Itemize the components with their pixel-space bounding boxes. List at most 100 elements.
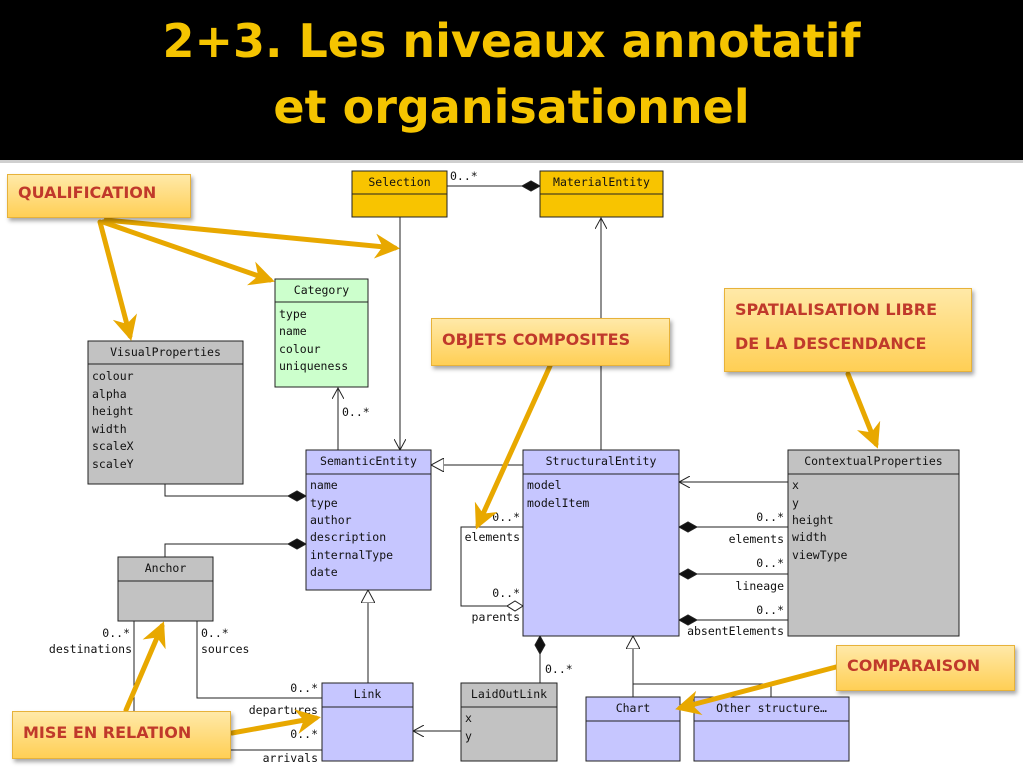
title-divider [0,160,1023,163]
qualification-arrow-visual [97,219,137,341]
role-label: elements [729,532,784,546]
attribute: model [527,478,562,492]
mise-arrow-anchor [123,621,166,713]
callout-text-line-1: SPATIALISATION LIBRE [735,300,938,319]
callout-qualification: QUALIFICATION [7,174,191,218]
class-name: Anchor [145,561,187,575]
role-label: parents [472,610,520,624]
multiplicity-label: 0..* [492,510,520,524]
attribute: name [279,324,307,338]
attribute: name [310,478,338,492]
attribute: description [310,530,386,544]
class-name: MaterialEntity [553,175,650,189]
attribute: date [310,565,338,579]
attribute: modelItem [527,496,589,510]
diamond-material [520,180,542,192]
multiplicity-label: 0..* [201,626,229,640]
class-name: Link [354,687,382,701]
attribute: scaleY [92,457,134,471]
multiplicity-label: 0..* [756,603,784,617]
diamond-elements [677,521,699,533]
role-label: lineage [736,579,785,593]
class-anchor[interactable]: Anchor [117,556,214,622]
role-label: sources [201,642,249,656]
attribute: colour [92,369,134,383]
class-category[interactable]: Category type name colour uniqueness [274,278,369,388]
mise-arrow-link [229,709,321,736]
attribute: viewType [792,548,847,562]
role-label: destinations [49,642,132,656]
callout-spatialisation: SPATIALISATION LIBRE DE LA DESCENDANCE [724,288,972,372]
comparaison-arrow [675,664,839,716]
diamond-parents [506,600,524,612]
callout-comparaison: COMPARAISON [836,645,1015,691]
multiplicity-label: 0..* [290,681,318,695]
callout-text: MISE EN RELATION [23,723,192,742]
multiplicity-label: 0..* [545,662,573,676]
multiplicity-label: 0..* [102,626,130,640]
attribute: y [792,496,799,510]
attribute: uniqueness [279,359,348,373]
callout-text: OBJETS COMPOSITES [442,330,631,349]
title-band: 2+3. Les niveaux annotatif et organisati… [0,0,1023,160]
multiplicity-label: 0..* [290,727,318,741]
class-contextual-properties[interactable]: ContextualProperties x y height width vi… [787,449,960,637]
callout-text: COMPARAISON [847,656,981,675]
class-visual-properties[interactable]: VisualProperties colour alpha height wid… [87,340,244,485]
multiplicity-label: 0..* [756,510,784,524]
callout-text-line-2: DE LA DESCENDANCE [735,334,927,353]
multiplicity-label: 0..* [450,169,478,183]
role-label: arrivals [263,751,318,765]
spatial-arrow [845,371,881,449]
class-selection[interactable]: Selection [351,170,448,218]
attribute: colour [279,342,321,356]
attribute: width [92,422,127,436]
callout-arrows [97,217,881,736]
qualification-arrow-selection [103,217,400,259]
attribute: width [792,530,827,544]
class-name: LaidOutLink [471,687,547,701]
class-laidout-link[interactable]: LaidOutLink x y [460,682,558,762]
attribute: scaleX [92,439,134,453]
class-link[interactable]: Link [321,682,414,762]
anchor-semantic-line [164,543,306,557]
class-other-structure[interactable]: Other structure… [693,696,850,762]
objets-arrow [474,363,553,530]
visual-semantic-line [164,484,306,497]
chart-generalization [632,683,772,697]
class-name: VisualProperties [110,345,221,359]
class-name: Chart [616,701,651,715]
slide-title-line-2: et organisationnel [273,80,750,134]
attribute: author [310,513,352,527]
diamond-lineage [677,568,699,580]
attribute: height [792,513,834,527]
class-chart[interactable]: Chart [585,696,681,762]
class-semantic-entity[interactable]: SemanticEntity name type author descript… [305,449,432,591]
class-material-entity[interactable]: MaterialEntity [539,170,664,218]
callout-text: QUALIFICATION [18,183,157,202]
diamond-laidout [534,634,546,656]
multiplicity-label: 0..* [342,405,370,419]
role-label: elements [465,530,520,544]
multiplicity-label: 0..* [492,586,520,600]
sources-departures-line [196,621,322,699]
association-labels: 0..* 0..* 0..* elements 0..* parents 0..… [49,169,784,765]
multiplicity-label: 0..* [756,556,784,570]
class-structural-entity[interactable]: StructuralEntity model modelItem [522,449,680,637]
attribute: x [465,711,472,725]
callout-objets-composites: OBJETS COMPOSITES [431,318,670,366]
attribute: alpha [92,387,127,401]
class-name: StructuralEntity [546,454,657,468]
attribute: height [92,404,134,418]
attribute: internalType [310,548,393,562]
role-label: departures [249,703,318,717]
connectors [133,180,788,751]
class-name: SemanticEntity [320,454,417,468]
class-name: Selection [368,175,430,189]
qualification-arrow-category [100,219,275,286]
diamond-absent [677,614,699,626]
callout-mise-en-relation: MISE EN RELATION [12,711,231,759]
attribute: type [279,307,307,321]
role-label: absentElements [687,624,784,638]
